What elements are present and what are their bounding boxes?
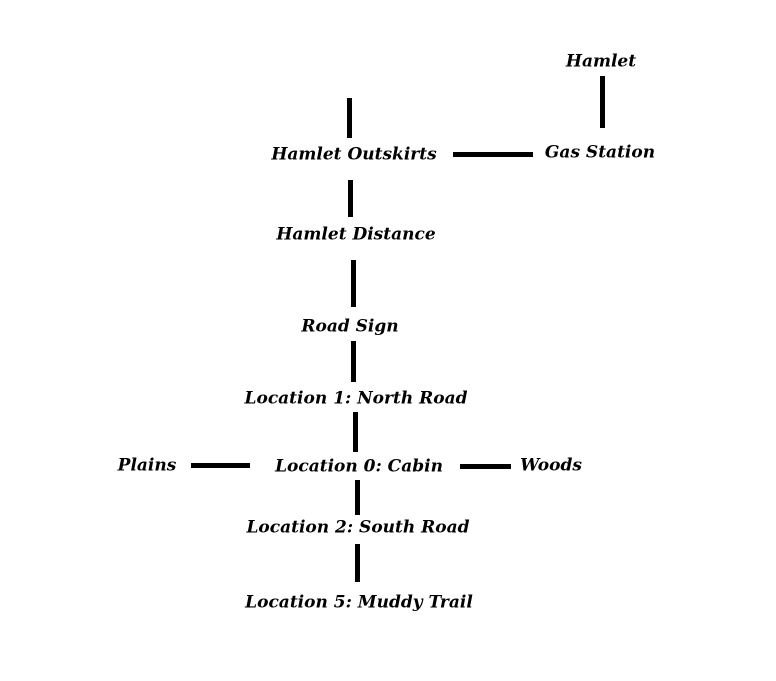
location-cabin: Location 0: Cabin (275, 456, 443, 477)
location-hamlet-outskirts: Hamlet Outskirts (271, 144, 437, 165)
connector-outskirts-distance (348, 180, 353, 217)
connector-hamlet-gas-station (600, 76, 605, 128)
location-plains: Plains (117, 455, 177, 476)
location-hamlet-distance: Hamlet Distance (276, 224, 436, 245)
connector-outskirts-north (347, 98, 352, 138)
location-gas-station: Gas Station (544, 142, 656, 163)
location-road-sign: Road Sign (301, 316, 399, 337)
connector-distance-road-sign (351, 260, 356, 307)
connector-cabin-south-road (355, 480, 360, 515)
connector-road-sign-north-road (351, 341, 356, 382)
connector-outskirts-gas-station (453, 152, 533, 157)
connector-north-road-cabin (353, 412, 358, 452)
location-muddy-trail: Location 5: Muddy Trail (245, 592, 473, 613)
location-hamlet: Hamlet (565, 51, 637, 72)
location-north-road: Location 1: North Road (244, 388, 468, 409)
connector-plains-cabin (191, 463, 250, 468)
connector-south-road-muddy-trail (355, 544, 360, 582)
location-south-road: Location 2: South Road (246, 517, 470, 538)
location-woods: Woods (520, 455, 582, 476)
connector-cabin-woods (460, 464, 511, 469)
